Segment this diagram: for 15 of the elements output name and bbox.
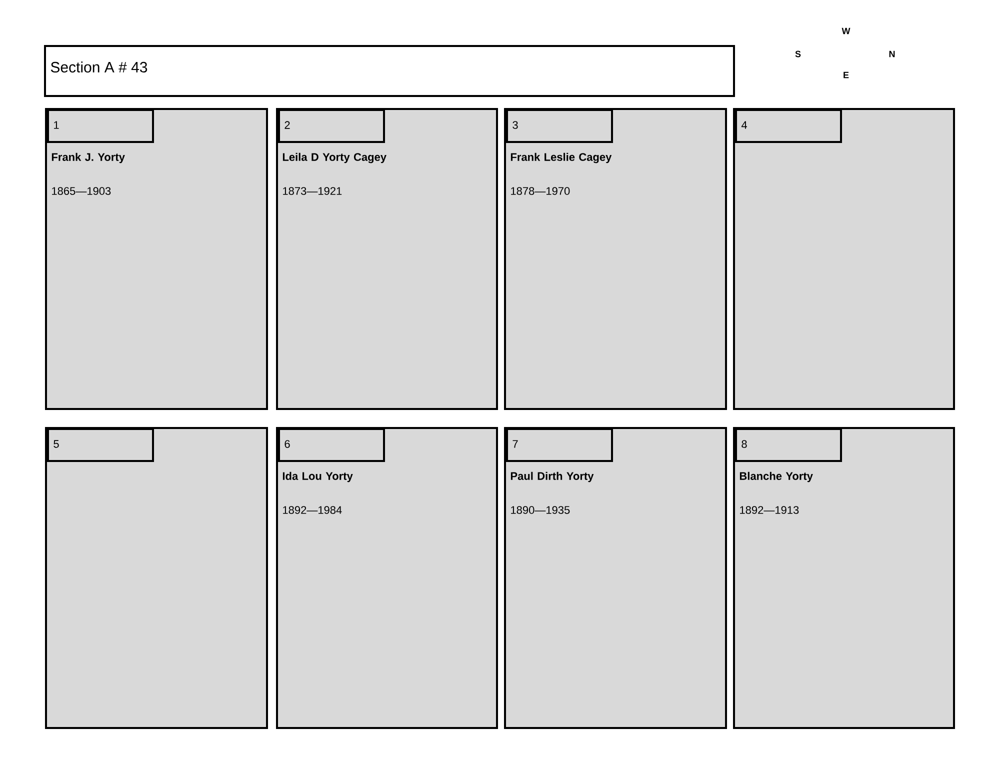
number-tab: 2 bbox=[278, 109, 385, 143]
number-tab: 1 bbox=[47, 109, 154, 143]
compass-letter: W bbox=[842, 28, 850, 34]
number-tab: 8 bbox=[735, 428, 842, 462]
number-tab: 4 bbox=[735, 109, 842, 143]
compass-letter: N bbox=[889, 50, 895, 58]
number-tab: 7 bbox=[506, 428, 613, 462]
number-tab: 3 bbox=[506, 109, 613, 143]
plot-box bbox=[45, 427, 268, 729]
plot-box bbox=[733, 108, 956, 410]
number-tab: 5 bbox=[47, 428, 154, 462]
title-box: Section A # 43 bbox=[44, 45, 735, 97]
number-tab: 6 bbox=[278, 428, 385, 462]
compass-letter: S bbox=[795, 50, 801, 58]
compass-letter: E bbox=[844, 72, 849, 78]
